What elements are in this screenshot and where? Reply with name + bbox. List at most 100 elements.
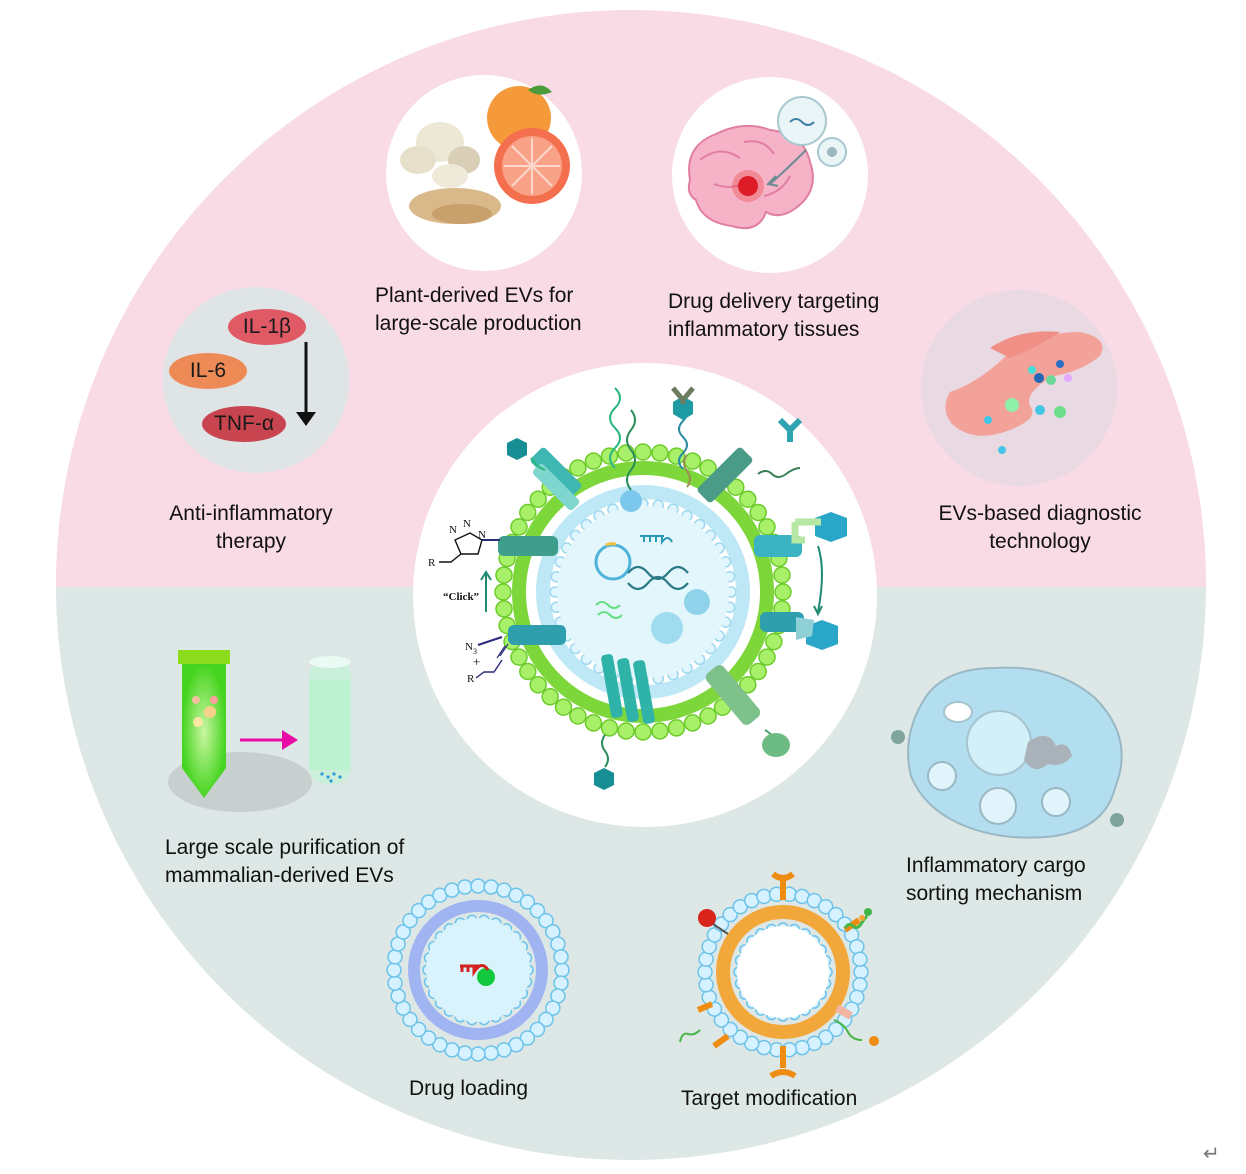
lipid-head <box>749 662 767 681</box>
lipid-head <box>554 962 570 978</box>
lipid-head <box>386 962 402 978</box>
lipid-head <box>402 912 418 929</box>
lipid-head <box>395 924 411 940</box>
lipid-head <box>617 722 635 740</box>
lipid-head <box>828 1021 844 1038</box>
lipid-head <box>600 719 619 737</box>
lipid-head <box>758 648 776 666</box>
lipid-head <box>519 1030 536 1046</box>
lipid-head <box>554 698 573 716</box>
diagnostic-particles <box>984 360 1072 454</box>
label-drug-loading: Drug loading <box>409 1077 529 1100</box>
lipid-head <box>483 879 499 895</box>
lipid-head <box>727 478 745 496</box>
lipid-head <box>739 490 757 508</box>
lipid-head <box>758 518 776 536</box>
lipid-head <box>749 503 767 522</box>
lipid-head <box>529 490 547 508</box>
lipid-head <box>732 1029 749 1046</box>
cytokine-il1b: IL-1β <box>228 309 306 345</box>
lipid-head <box>683 714 702 732</box>
lipid-head <box>538 1011 554 1028</box>
lipid-head <box>420 1030 437 1046</box>
lipid-head <box>739 676 757 694</box>
lipid-head <box>774 583 792 601</box>
lipid-head <box>713 1012 730 1028</box>
lipid-head <box>584 452 603 470</box>
lipid-head <box>584 714 603 732</box>
lipid-head <box>634 443 652 461</box>
lipid-head <box>432 1037 448 1053</box>
membrane-proteins <box>498 447 804 725</box>
lipid-head <box>569 459 587 477</box>
lipid-head <box>722 1021 738 1038</box>
lipid-head <box>553 949 569 965</box>
diagnostic-image <box>921 290 1117 486</box>
lipid-head <box>698 951 714 967</box>
lipid-head <box>667 719 686 737</box>
lipid-head <box>849 938 865 955</box>
chem-azide-sub: 3 <box>473 647 477 656</box>
lipid-head <box>519 503 537 522</box>
lipid-head <box>538 912 554 929</box>
lipid-head <box>541 688 559 706</box>
lipid-head <box>510 518 528 536</box>
label-target-modification: Target modification <box>681 1087 858 1110</box>
plant-ev-image <box>386 75 582 271</box>
brain-image <box>672 77 868 273</box>
lipid-head <box>519 894 536 910</box>
lipid-head <box>510 648 528 666</box>
lipid-head <box>519 662 537 681</box>
chem-plus: + <box>473 654 480 669</box>
lipid-head <box>387 975 403 991</box>
lipid-head <box>699 707 717 725</box>
lipid-head <box>494 583 512 601</box>
purification-image <box>168 650 351 812</box>
chem-n1: N <box>449 524 457 536</box>
lipid-head <box>651 722 669 740</box>
lipid-head <box>529 902 546 919</box>
lipid-head <box>852 977 868 993</box>
lipid-head <box>550 936 566 952</box>
lipid-head <box>470 1046 486 1062</box>
lipid-head <box>722 906 738 923</box>
target-modification-vesicle <box>679 871 879 1079</box>
lipid-head <box>457 879 473 895</box>
click-label: “Click” <box>443 591 479 603</box>
lipid-head <box>402 1011 418 1028</box>
lipid-head <box>495 600 513 618</box>
lipid-head <box>529 676 547 694</box>
lipid-head <box>457 1045 473 1061</box>
lipid-head <box>828 906 844 923</box>
chem-azide: N <box>465 641 473 653</box>
lipid-head <box>706 927 723 943</box>
lipid-head <box>470 878 486 894</box>
lipid-head <box>483 1045 499 1061</box>
chem-r-top: R <box>428 557 436 569</box>
center-ev-panel: R N N N “Click” N 3 + R <box>413 363 877 827</box>
lipid-head <box>667 447 686 465</box>
lipid-head <box>698 977 714 993</box>
lipid-head <box>420 894 437 910</box>
chem-n3: N <box>478 529 486 541</box>
lipid-head <box>529 1021 546 1038</box>
lipid-head <box>765 632 783 651</box>
lipid-head <box>569 707 587 725</box>
sorting-cell-image <box>891 666 1124 839</box>
click-chemistry: R N N N “Click” N 3 + R <box>428 518 509 685</box>
lipid-head <box>699 459 717 477</box>
lipid-head <box>553 975 569 991</box>
lipid-head <box>794 1039 810 1056</box>
chem-n2: N <box>463 518 471 530</box>
cytokine-tnfa: TNF-α <box>202 406 286 442</box>
lipid-head <box>634 723 652 741</box>
drug-loading-vesicle <box>386 878 570 1062</box>
lipid-head <box>444 882 460 898</box>
lipid-head <box>495 566 513 584</box>
vesicle-cargo <box>594 535 710 644</box>
